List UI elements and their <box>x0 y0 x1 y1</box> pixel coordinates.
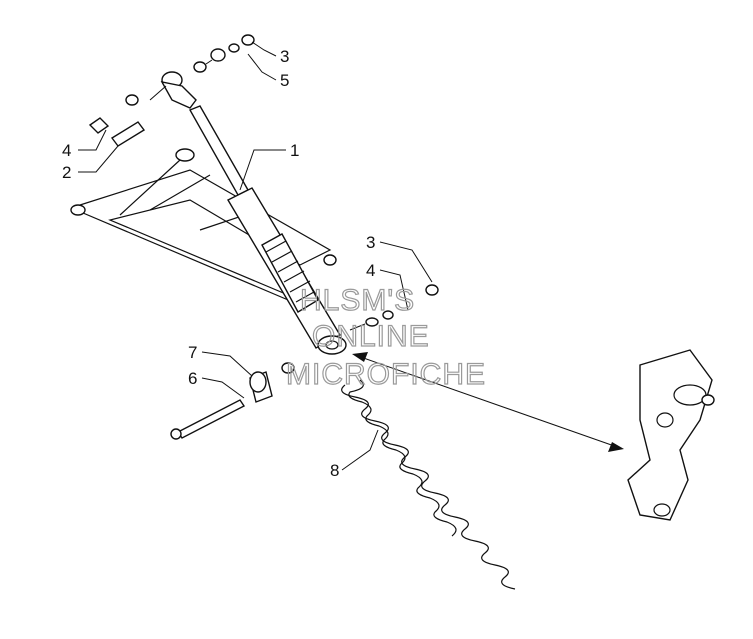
callout-1: 1 <box>290 141 299 160</box>
callout-3-top: 3 <box>280 47 289 66</box>
callout-4-mid: 4 <box>366 261 375 280</box>
callout-6: 6 <box>188 369 197 388</box>
assembly-arrow <box>352 352 624 452</box>
callout-4-left: 4 <box>62 141 71 160</box>
callout-3-mid: 3 <box>366 233 375 252</box>
a-arm <box>70 148 337 306</box>
watermark: HLSM'S ONLINE MICROFICHE <box>285 283 486 391</box>
callout-8: 8 <box>330 461 339 480</box>
lower-hardware <box>170 362 295 440</box>
callout-7: 7 <box>188 343 197 362</box>
leader-lines <box>78 41 433 471</box>
watermark-line-1: HLSM'S <box>300 284 415 317</box>
callout-2: 2 <box>62 163 71 182</box>
callout-labels: 3 5 1 4 2 3 4 7 6 8 <box>62 47 375 480</box>
mid-hardware <box>349 284 439 331</box>
spring <box>341 379 516 590</box>
watermark-line-3: MICROFICHE <box>286 358 486 391</box>
spindle <box>627 349 715 521</box>
shock-absorber <box>160 71 347 355</box>
top-hardware <box>88 34 255 147</box>
callout-5: 5 <box>280 71 289 90</box>
watermark-line-2: ONLINE <box>312 320 430 353</box>
